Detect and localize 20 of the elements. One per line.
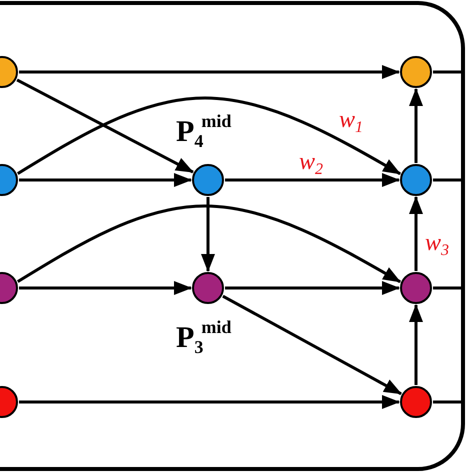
graph-node-circle [192,272,224,304]
arrow [409,304,423,385]
arrow [19,173,192,187]
arrow [409,88,423,163]
arrow [16,78,194,174]
graph-node-circle [400,56,432,88]
graph-node-circle [400,164,432,196]
arrow [16,204,402,284]
arrow [201,197,215,272]
arrow [222,294,402,396]
arrow [16,96,402,176]
arrow [19,281,192,295]
arrow [225,173,400,187]
graph-node-circle [400,272,432,304]
arrow [19,395,400,409]
graph-node-circle [400,386,432,418]
arrow [19,65,400,79]
arrow [409,196,423,271]
arrow [225,281,400,295]
graph-node-circle [192,164,224,196]
